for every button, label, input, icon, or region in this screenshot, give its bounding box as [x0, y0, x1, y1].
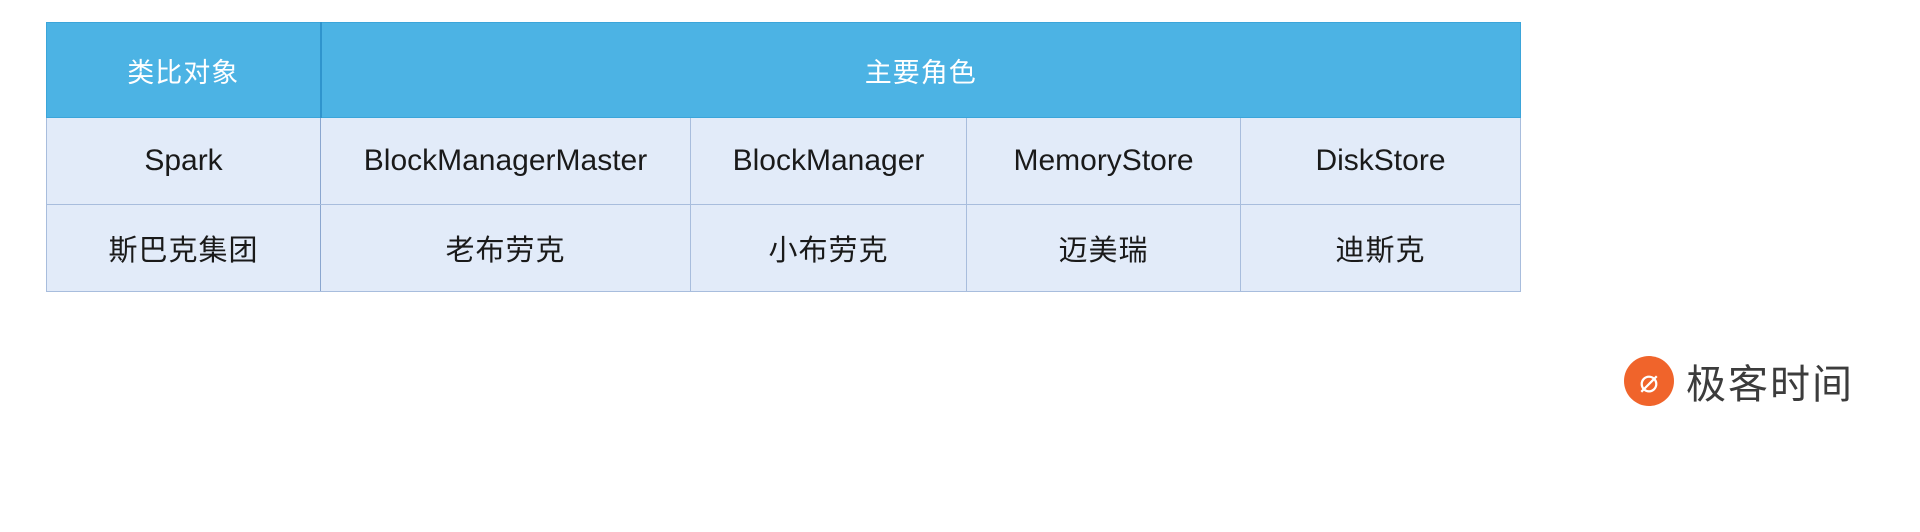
cell-memory-store-analogy: 迈美瑞 — [966, 204, 1241, 292]
geek-time-logo-icon: ⌀ — [1624, 356, 1674, 406]
table-row-spark-components: Spark BlockManagerMaster BlockManager Me… — [46, 117, 1521, 205]
analogy-table: 类比对象 主要角色 Spark BlockManagerMaster Block… — [46, 22, 1521, 292]
cell-spark-analogy: 斯巴克集团 — [46, 204, 321, 292]
brand-logo: ⌀ 极客时间 — [1624, 352, 1854, 410]
table-body: Spark BlockManagerMaster BlockManager Me… — [46, 117, 1521, 292]
cell-block-manager-master: BlockManagerMaster — [320, 117, 691, 205]
cell-block-manager-analogy: 小布劳克 — [690, 204, 967, 292]
cell-block-manager-master-analogy: 老布劳克 — [320, 204, 691, 292]
analogy-table-container: 类比对象 主要角色 Spark BlockManagerMaster Block… — [46, 22, 1521, 292]
table-row-analogy-names: 斯巴克集团 老布劳克 小布劳克 迈美瑞 迪斯克 — [46, 204, 1521, 292]
table-header-row: 类比对象 主要角色 — [46, 22, 1521, 118]
cell-block-manager: BlockManager — [690, 117, 967, 205]
column-header-analogy-object: 类比对象 — [46, 22, 322, 118]
brand-name: 极客时间 — [1686, 362, 1854, 408]
logo-glyph: ⌀ — [1639, 362, 1659, 400]
column-header-main-roles: 主要角色 — [320, 22, 1521, 118]
cell-spark-label: Spark — [46, 117, 321, 205]
cell-memory-store: MemoryStore — [966, 117, 1241, 205]
cell-disk-store-analogy: 迪斯克 — [1240, 204, 1521, 292]
table-header: 类比对象 主要角色 — [46, 22, 1521, 118]
cell-disk-store: DiskStore — [1240, 117, 1521, 205]
